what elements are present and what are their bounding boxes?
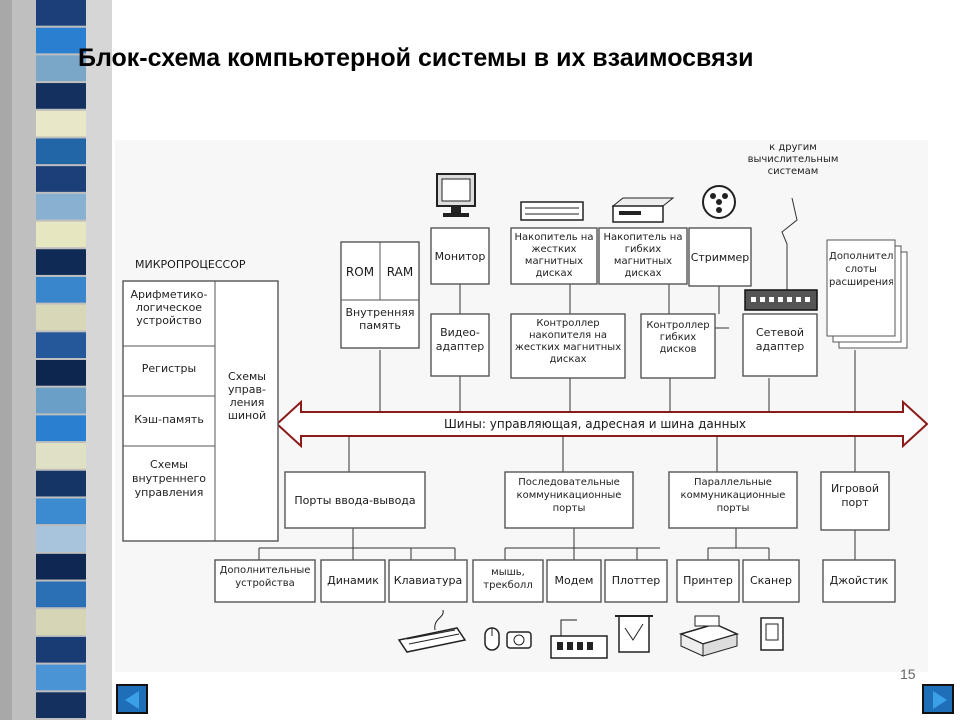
network-hub-icon	[744, 289, 818, 311]
fdd-controller-label: Контроллер гибких дисков	[646, 320, 710, 355]
rom-label: ROM	[346, 265, 374, 279]
printer-icon	[678, 615, 740, 657]
stripe-cell	[36, 221, 86, 248]
joystick-label: Джойстик	[830, 574, 889, 587]
stripe-cell	[36, 581, 86, 608]
scanner-label: Сканер	[750, 574, 792, 587]
plotter-label: Плоттер	[612, 574, 661, 587]
stripe-cell	[36, 360, 86, 386]
modem-label: Модем	[555, 574, 594, 587]
stripe-cell	[36, 0, 86, 26]
right-arrow-icon	[933, 691, 947, 709]
bus-label: Шины: управляющая, адресная и шина данны…	[444, 417, 746, 431]
ram-label: RAM	[387, 265, 413, 279]
printer-label: Принтер	[683, 574, 733, 587]
stripe-cell	[36, 470, 86, 497]
keyboard-label: Клавиатура	[394, 574, 463, 587]
cache-label: Кэш-память	[134, 413, 204, 426]
plotter-icon	[615, 615, 653, 653]
stripe-cell	[36, 55, 86, 82]
stripe-cell	[36, 387, 86, 414]
extra-devices-label: Дополнительные устройства	[219, 565, 311, 589]
floppy-drive-icon	[611, 197, 675, 223]
bus-control-label: Схемы управ-ления шиной	[227, 370, 267, 422]
previous-slide-button[interactable]	[116, 684, 148, 714]
modem-icon	[550, 619, 608, 659]
stripe-cell	[36, 636, 86, 663]
serial-ports-label: Последовательные коммуникационные порты	[516, 477, 622, 514]
game-port-label: Игровой порт	[830, 482, 880, 509]
fdd-label: Накопитель на гибких магнитных дисках	[603, 232, 683, 279]
stripe-cell	[36, 498, 86, 525]
stripe-cell	[36, 138, 86, 165]
next-slide-button[interactable]	[922, 684, 954, 714]
parallel-ports-label: Параллельные коммуникационные порты	[680, 477, 786, 514]
stripe-cell	[36, 110, 86, 137]
bus-connectors	[258, 197, 856, 560]
tape-reel-icon	[702, 185, 736, 219]
stripe-cell	[36, 609, 86, 635]
expansion-slots-label: Дополнительные слоты расширения	[829, 251, 893, 288]
mouse-icon	[484, 627, 500, 651]
monitor-label: Монитор	[435, 250, 486, 263]
stripe-cell	[36, 193, 86, 220]
telephone-icon	[506, 631, 532, 649]
stripe-cell	[36, 415, 86, 442]
stripe-cell	[36, 276, 86, 303]
stripe-cell	[36, 526, 86, 552]
slide-number: 15	[900, 666, 916, 682]
stripe-cell	[36, 27, 86, 54]
video-adapter-label: Видео-адаптер	[435, 326, 485, 353]
stripe-cell	[36, 443, 86, 469]
computer-system-block-diagram: Шины: управляющая, адресная и шина данны…	[115, 140, 928, 672]
io-ports-label: Порты ввода-вывода	[294, 494, 415, 507]
stripe-cell	[36, 83, 86, 109]
decorative-stripe	[0, 0, 112, 720]
hdd-controller-label: Контроллер накопителя на жестких магнитн…	[514, 318, 622, 365]
system-bus-arrow	[275, 399, 928, 449]
internal-memory-label: Внутренняя память	[345, 306, 415, 332]
stripe-cell	[36, 553, 86, 580]
stripe-cell	[36, 249, 86, 275]
hdd-label: Накопитель на жестких магнитных дисках	[514, 232, 594, 279]
streamer-label: Стриммер	[691, 251, 750, 264]
mouse-label: мышь, трекболл	[483, 567, 533, 591]
stripe-cell	[36, 332, 86, 358]
keyboard-icon	[397, 609, 467, 653]
slide-title: Блок-схема компьютерной системы в их вза…	[78, 44, 754, 72]
microprocessor-frame	[122, 280, 279, 542]
left-arrow-icon	[125, 691, 139, 709]
monitor-icon	[436, 173, 476, 217]
microprocessor-title: МИКРОПРОЦЕССОР	[135, 258, 246, 271]
registers-label: Регистры	[141, 362, 197, 375]
stripe-cell	[36, 692, 86, 718]
network-adapter-label: Сетевой адаптер	[755, 326, 805, 353]
speaker-label: Динамик	[327, 574, 379, 587]
alu-label: Арифметико-логическое устройство	[130, 288, 208, 327]
scanner-icon	[760, 617, 784, 651]
internal-control-label: Схемы внутреннего управления	[131, 458, 206, 499]
network-note: к другим вычислительным системам	[747, 142, 839, 177]
hard-disk-icon	[520, 201, 584, 221]
stripe-cell	[36, 664, 86, 691]
stripe-cell	[36, 304, 86, 331]
stripe-cell	[36, 166, 86, 192]
